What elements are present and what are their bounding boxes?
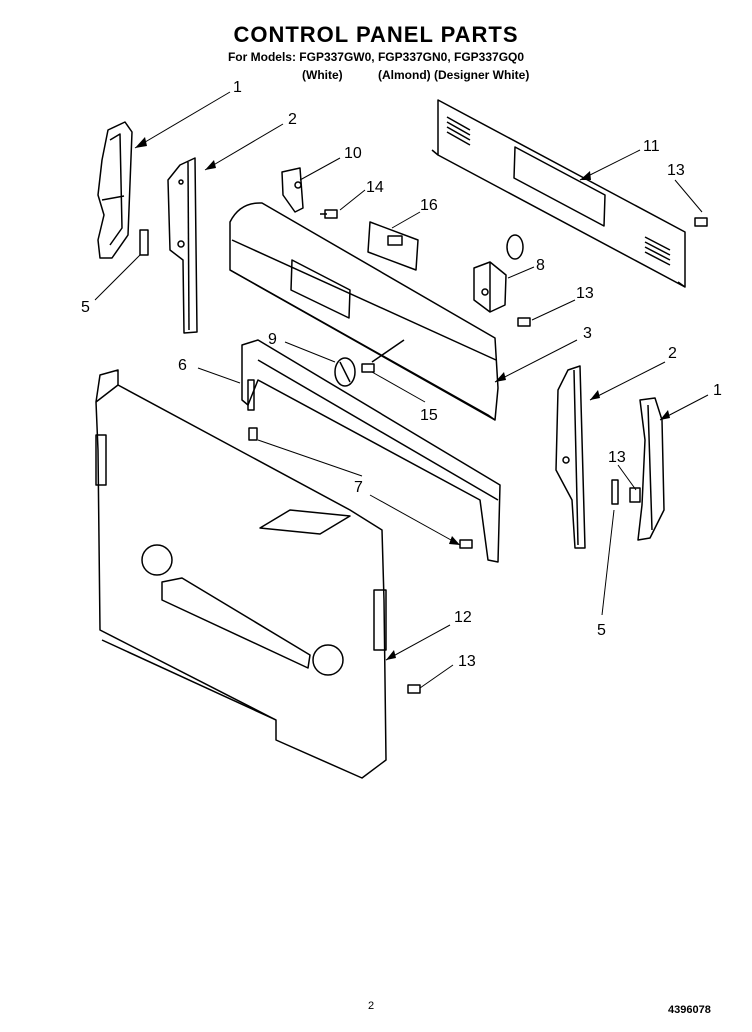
callout-12: 12	[454, 609, 472, 626]
doc-number: 4396078	[668, 1004, 711, 1016]
callout-14: 14	[366, 179, 384, 196]
right-end-cap	[637, 397, 665, 541]
knob	[334, 357, 356, 387]
callout-15: 15	[420, 407, 438, 424]
callout-8: 8	[536, 257, 545, 274]
right-clip	[611, 479, 619, 505]
callout-3: 3	[583, 325, 592, 342]
switch-bracket	[281, 167, 304, 213]
callout-13-mid: 13	[576, 285, 594, 302]
model-list: For Models: FGP337GW0, FGP337GN0, FGP337…	[227, 50, 525, 64]
variant-white: (White)	[302, 68, 343, 82]
callout-13-bottom: 13	[458, 653, 476, 670]
screw-13-c	[407, 684, 421, 694]
screw-13-b	[694, 217, 708, 227]
page-number: 2	[368, 1000, 375, 1012]
back-panel	[431, 99, 686, 288]
rail-screws	[248, 427, 473, 549]
variant-almond: (Almond)	[378, 68, 431, 82]
callout-1-left: 1	[233, 79, 242, 96]
right-side-bracket	[555, 365, 586, 549]
control-panel	[229, 202, 499, 421]
callout-13-right: 13	[608, 449, 626, 466]
callout-5-left: 5	[81, 299, 90, 316]
callout-labels: 1 2 10 14 16 11 13 5 8 13 3 9 6 15 2 1 1…	[81, 79, 722, 670]
callout-6: 6	[178, 357, 187, 374]
callout-2-left: 2	[288, 111, 297, 128]
callout-11: 11	[643, 138, 660, 155]
variant-designer-white: (Designer White)	[434, 68, 530, 82]
leader-lines	[94, 91, 709, 689]
left-end-cap	[97, 121, 133, 259]
callout-2-right: 2	[668, 345, 677, 362]
callout-5-right: 5	[597, 622, 606, 639]
screw-15	[361, 339, 405, 373]
control-label	[367, 221, 419, 271]
module-box	[473, 261, 507, 313]
callout-1-right: 1	[713, 382, 722, 399]
callout-9: 9	[268, 331, 277, 348]
page-title: CONTROL PANEL PARTS	[233, 22, 519, 47]
left-clip	[139, 229, 149, 256]
callout-16: 16	[420, 197, 438, 214]
panel-rail	[241, 339, 501, 563]
arrowheads	[135, 137, 670, 660]
ring	[506, 234, 524, 260]
screw-13-a	[517, 317, 531, 327]
callout-13-top: 13	[667, 162, 685, 179]
screw-13-d	[629, 487, 641, 503]
screw-14	[320, 209, 338, 219]
callout-10: 10	[344, 145, 362, 162]
callout-7: 7	[354, 479, 363, 496]
lower-panel	[95, 369, 387, 779]
left-side-bracket	[167, 157, 198, 334]
